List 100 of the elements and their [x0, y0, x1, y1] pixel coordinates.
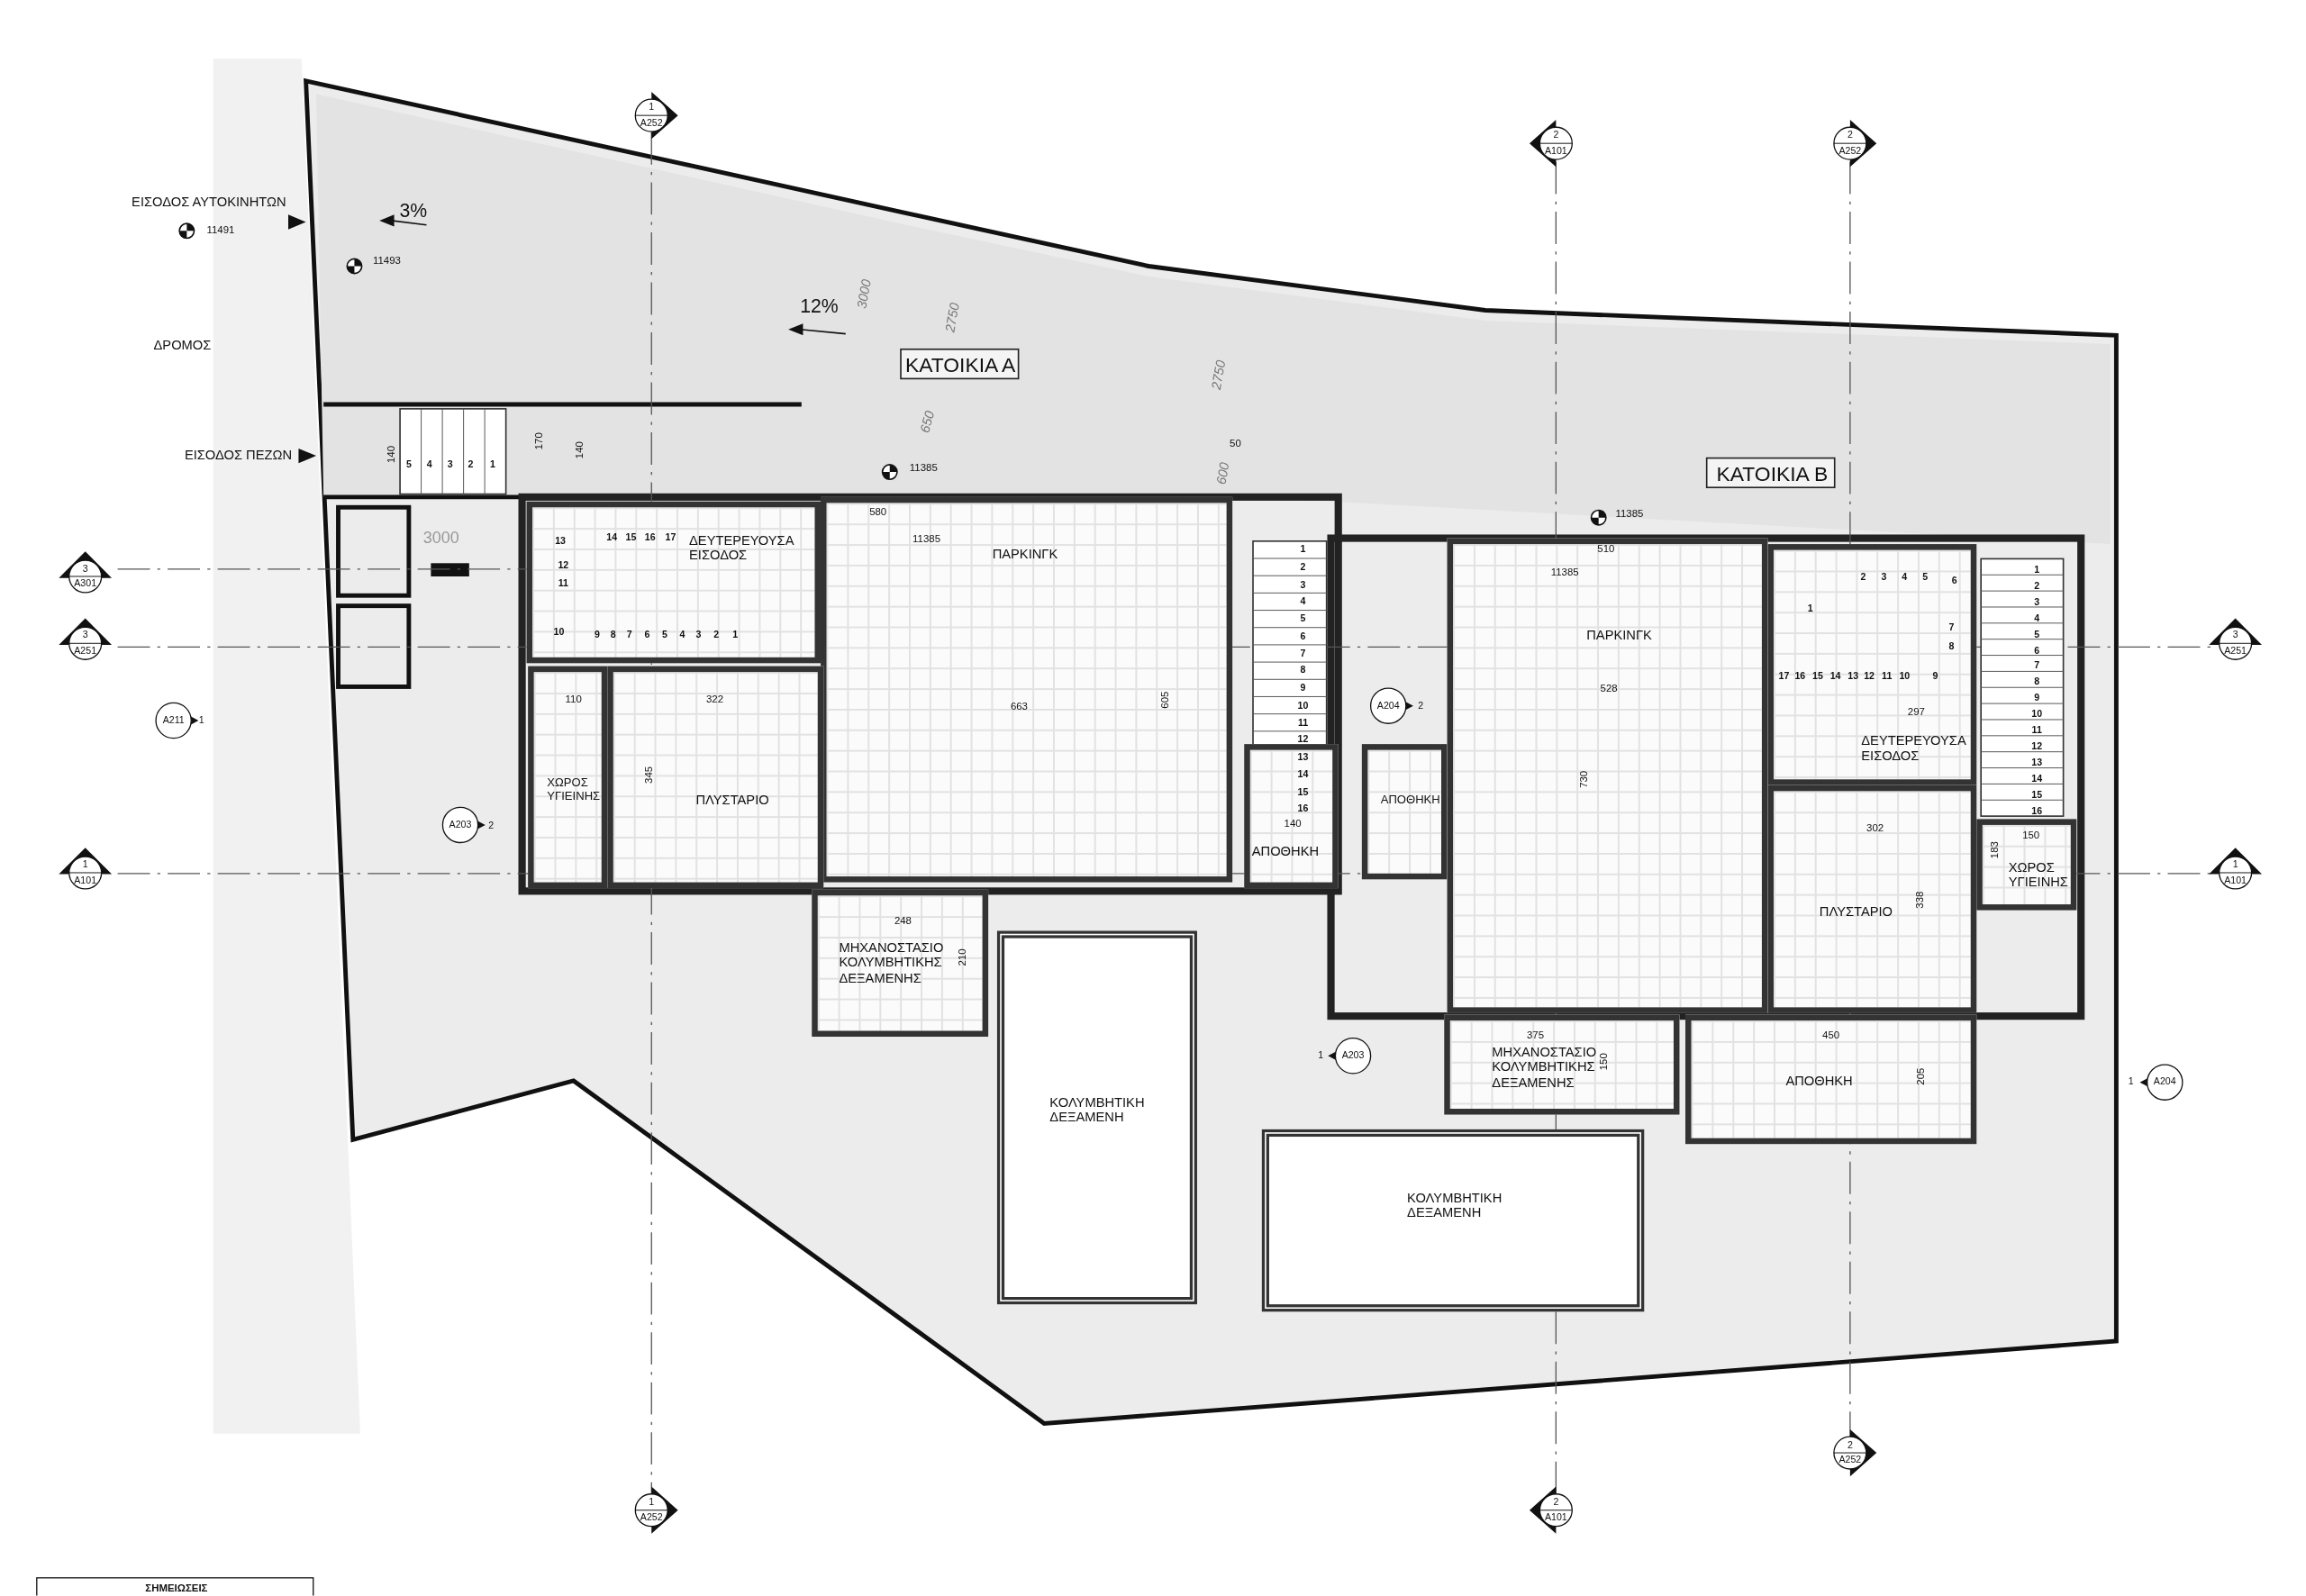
section-number: 3 — [82, 564, 88, 575]
dimension-text: 730 — [1578, 770, 1590, 788]
stair-step-number: 4 — [679, 630, 685, 640]
dimension-text: 345 — [643, 766, 654, 784]
stair-step-number: 3 — [447, 459, 453, 470]
dimension-text: 110 — [565, 693, 582, 704]
section-number: 3 — [2232, 630, 2238, 640]
stair-step-number: 13 — [1848, 671, 1859, 682]
stair-step-number: 9 — [1300, 683, 1306, 694]
sheet-reference: A301 — [74, 578, 97, 589]
level-value: 11385 — [909, 462, 938, 473]
room-name: ΑΠΟΘΗΚΗ — [1251, 843, 1320, 859]
room-outline — [1244, 744, 1339, 889]
section-number: 3 — [82, 630, 88, 640]
section-number: 2 — [1418, 701, 1424, 711]
stair-step-number: 10 — [1297, 700, 1309, 711]
stair-step-number: 11 — [1297, 718, 1309, 728]
dimension-text: 605 — [1159, 691, 1170, 709]
stair-step-number: 7 — [1300, 648, 1306, 658]
sheet-reference: A252 — [1838, 146, 1862, 157]
stair-step-number: 6 — [1300, 631, 1306, 641]
stair-step-number: 4 — [1902, 573, 1908, 583]
stair-step-number: 15 — [1812, 671, 1823, 682]
stair-step-number: 14 — [1297, 769, 1309, 780]
dimension-text: 150 — [1597, 1053, 1609, 1071]
stair-step-number: 14 — [2031, 774, 2043, 784]
stair-step-number: 9 — [1932, 671, 1938, 682]
sheet-reference: A101 — [74, 875, 97, 886]
stair-step-number: 12 — [2031, 741, 2043, 752]
stair-step-number: 15 — [1297, 786, 1309, 797]
stair-step-number: 13 — [555, 536, 566, 547]
stair-step-number: 14 — [606, 533, 618, 543]
stair-step-number: 4 — [2034, 613, 2040, 624]
room-name: ΧΩΡΟΣ ΥΓΙΕΙΝΗΣ — [547, 775, 601, 803]
room-outline — [1444, 1014, 1680, 1115]
stair-step-number: 7 — [2034, 661, 2040, 672]
dimension-text: 510 — [1597, 543, 1615, 554]
dimension-text: 150 — [2022, 830, 2040, 841]
dimension-text: 3000 — [422, 530, 459, 547]
dimension-text: 580 — [869, 506, 887, 517]
section-number: 2 — [1553, 130, 1559, 141]
dimension-text: 140 — [574, 441, 585, 459]
room-name: ΔΕΥΤΕΡΕΥΟΥΣΑ ΕΙΣΟΔΟΣ — [1861, 733, 1966, 764]
stair-step-number: 5 — [1300, 614, 1306, 624]
area-label: ΕΙΣΟΔΟΣ ΠΕΖΩΝ — [184, 449, 293, 463]
stair-step-number: 10 — [1899, 671, 1911, 682]
stair-step-number: 3 — [2034, 597, 2040, 608]
room-name: ΠΛΥΣΤΑΡΙΟ — [695, 792, 769, 808]
dimension-text: 170 — [532, 432, 544, 450]
stair-step-number: 2 — [468, 459, 474, 470]
stair-step-number: 16 — [1297, 804, 1309, 814]
stair-step-number: 10 — [553, 627, 565, 638]
stair-step-number: 8 — [1300, 666, 1306, 676]
stair-step-number: 1 — [1300, 545, 1306, 555]
section-number: 2 — [1847, 1440, 1853, 1451]
stair-step-number: 6 — [644, 630, 650, 640]
section-number: 1 — [198, 715, 204, 726]
dimension-text: 183 — [1989, 841, 2000, 859]
sheet-reference: A203 — [1341, 1050, 1365, 1061]
stair-step-number: 14 — [1829, 671, 1841, 682]
stair-step-number: 9 — [594, 630, 600, 640]
room-name: ΔΕΥΤΕΡΕΥΟΥΣΑ ΕΙΣΟΔΟΣ — [689, 533, 794, 564]
dimension-text: 140 — [386, 445, 396, 464]
dimension-text: 375 — [1526, 1029, 1545, 1041]
room-name: ΠΛΥΣΤΑΡΙΟ — [1819, 903, 1893, 920]
stair-step-number: 16 — [644, 533, 656, 543]
stair-step-number: 6 — [2034, 646, 2040, 656]
slope-percentage: 3% — [399, 200, 428, 221]
stair-step-number: 2 — [1860, 573, 1866, 583]
dimension-text: 297 — [1907, 706, 1925, 717]
room-outline — [1447, 538, 1768, 1013]
area-label: ΕΙΣΟΔΟΣ ΑΥΤΟΚΙΝΗΤΩΝ — [132, 195, 286, 210]
stair-step-number: 2 — [1300, 562, 1306, 573]
sheet-reference: A211 — [162, 715, 185, 726]
level-value: 11493 — [372, 255, 401, 266]
stair-step-number: 15 — [625, 533, 637, 543]
sheet-reference: A101 — [1544, 146, 1567, 157]
sheet-reference: A203 — [449, 820, 472, 830]
dimension-text: 3000 — [855, 278, 875, 310]
stair-step-number: 16 — [1794, 671, 1806, 682]
room-outline — [528, 666, 608, 889]
dimension-text: 50 — [1230, 437, 1241, 449]
stair-step-number: 10 — [2031, 710, 2043, 720]
stair-step-number: 3 — [695, 630, 702, 640]
dimension-text: 302 — [1866, 822, 1884, 833]
level-value: 11385 — [912, 532, 941, 544]
swimming-pool — [1261, 1129, 1645, 1312]
section-number: 1 — [649, 102, 655, 113]
stair-step-number: 5 — [662, 630, 667, 640]
stair-step-number: 13 — [2031, 757, 2043, 768]
room-name: ΑΠΟΘΗΚΗ — [1380, 793, 1440, 807]
dimension-text: 663 — [1010, 700, 1028, 712]
sheet-reference: A101 — [1544, 1512, 1567, 1523]
sheet-reference: A251 — [2224, 646, 2247, 657]
room-name: ΚΟΛΥΜΒΗΤΙΚΗ ΔΕΞΑΜΕΝΗ — [1407, 1190, 1503, 1221]
dimension-text: 2750 — [1210, 358, 1229, 391]
section-number: 1 — [1318, 1050, 1324, 1061]
stair-step-number: 12 — [558, 561, 569, 571]
section-number: 1 — [649, 1498, 655, 1508]
sheet-reference: A252 — [1838, 1455, 1862, 1465]
